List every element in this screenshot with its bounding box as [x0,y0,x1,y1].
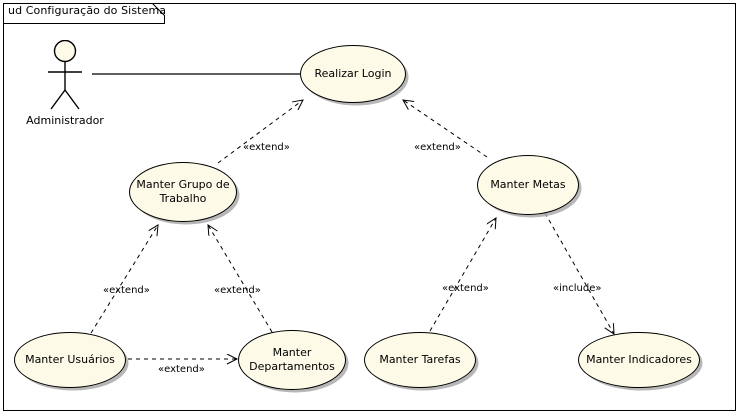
usecase-label: Manter Indicadores [586,353,692,366]
usecase-manter-metas[interactable]: Manter Metas [477,155,579,215]
frame-title-tab [3,3,165,24]
edge-label-extend: «extend» [214,285,261,296]
actor-administrador[interactable]: Administrador [26,39,104,132]
usecase-realizar-login[interactable]: Realizar Login [300,45,406,103]
edge-label-extend: «extend» [414,142,461,153]
edge-label-extend: «extend» [103,285,150,296]
edge-label-include: «include» [553,283,602,294]
usecase-label: Manter Usuários [25,353,115,366]
usecase-label: Manter Departamentos [249,346,335,373]
edge-label-extend: «extend» [442,283,489,294]
usecase-label: Manter Metas [490,178,566,191]
usecase-manter-indicadores[interactable]: Manter Indicadores [578,332,700,388]
usecase-label: Manter Tarefas [379,353,461,366]
actor-stick-figure-icon [48,39,82,110]
actor-label: Administrador [26,114,104,127]
usecase-label: Realizar Login [314,67,392,80]
edge-label-extend: «extend» [158,364,205,375]
usecase-label: Manter Grupo de Trabalho [136,178,230,205]
usecase-manter-tarefas[interactable]: Manter Tarefas [364,332,476,388]
usecase-manter-grupo-de-trabalho[interactable]: Manter Grupo de Trabalho [129,162,237,222]
diagram-title: ud Configuração do Sistema [8,4,167,17]
usecase-manter-usuarios[interactable]: Manter Usuários [14,332,126,388]
edge-label-extend: «extend» [243,142,290,153]
usecase-manter-departamentos[interactable]: Manter Departamentos [238,330,346,390]
